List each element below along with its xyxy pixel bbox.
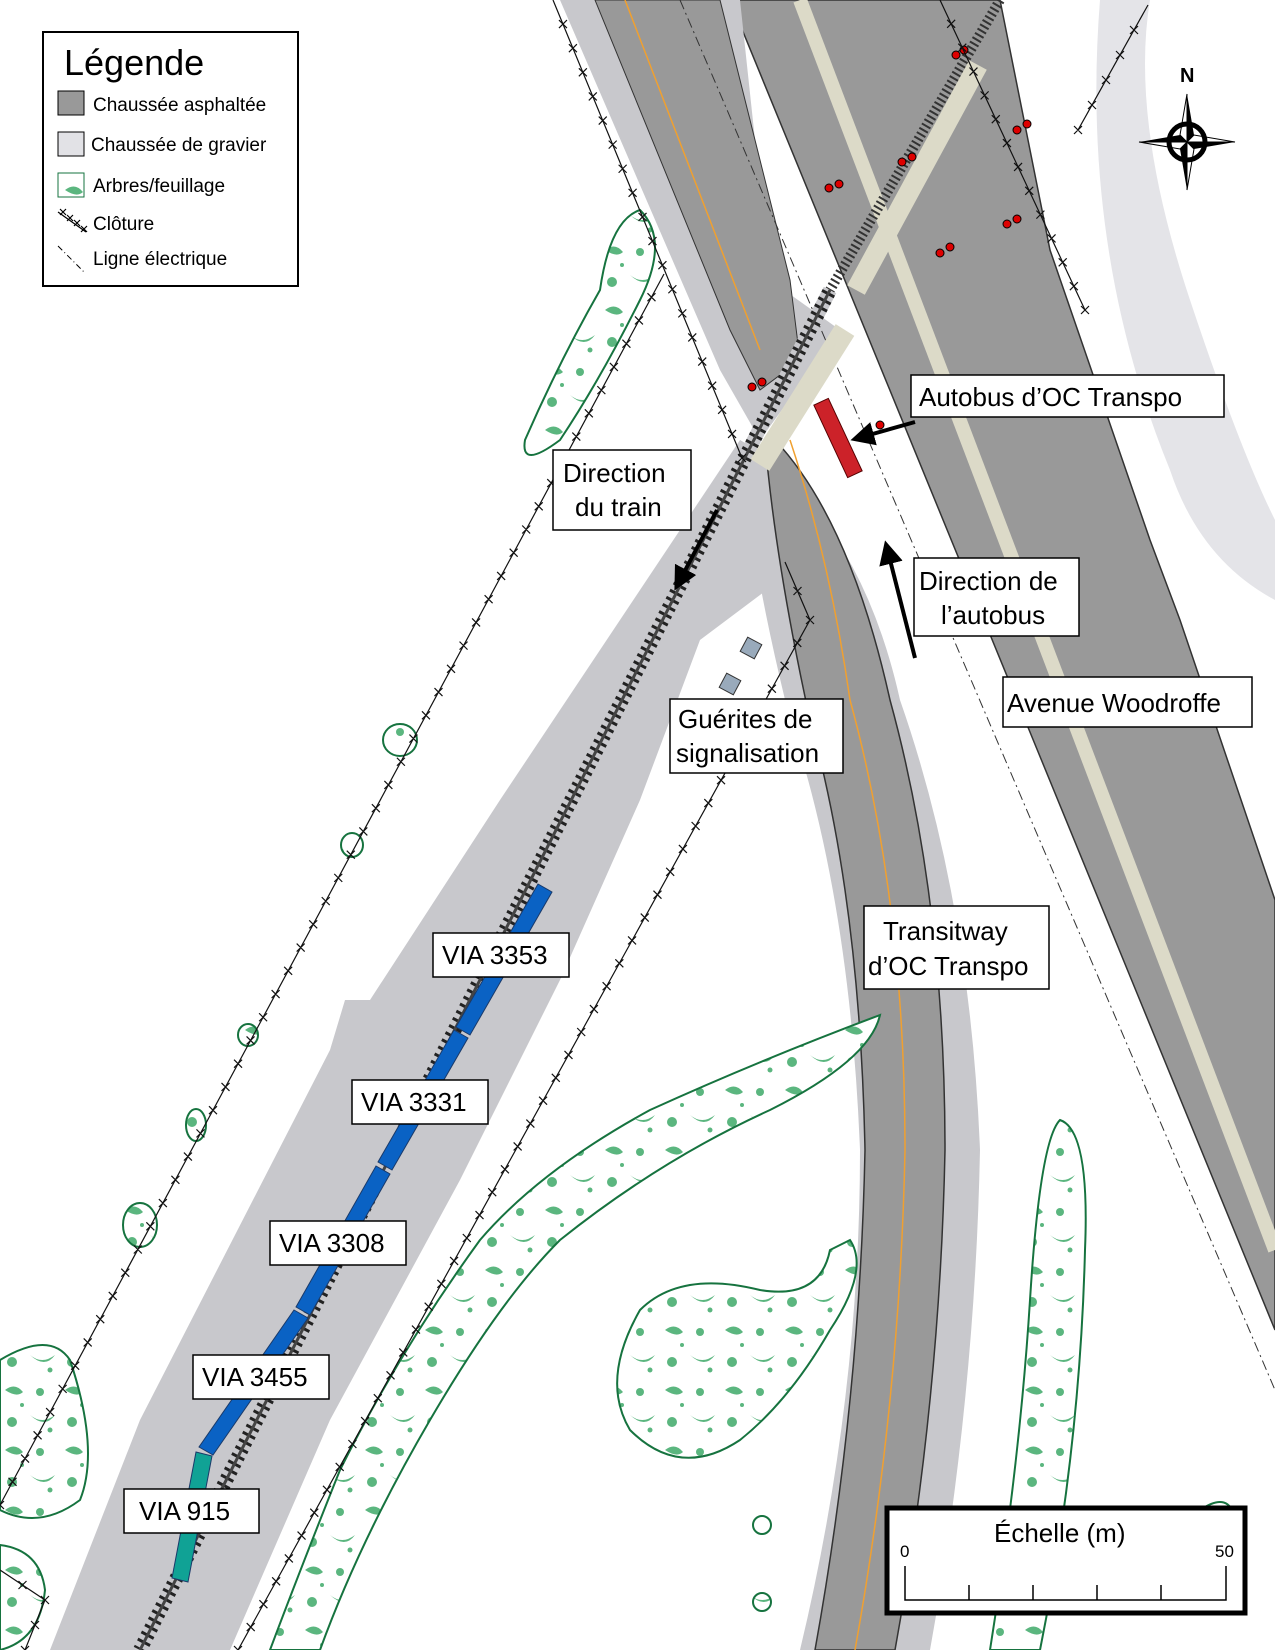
svg-text:Guérites de: Guérites de — [678, 704, 812, 734]
train-direction-arrow — [674, 509, 719, 591]
service-road — [1096, 0, 1275, 600]
svg-text:Transitway: Transitway — [883, 916, 1008, 946]
bus-direction-arrow — [879, 540, 917, 659]
scale-title: Échelle (m) — [994, 1518, 1125, 1548]
north-arrow-icon: N — [1138, 65, 1236, 191]
fence-posts — [18, 1580, 50, 1650]
svg-text:VIA 3353: VIA 3353 — [442, 940, 548, 970]
legend-title: Légende — [64, 42, 204, 83]
label-bus: Autobus d’OC Transpo — [910, 374, 1225, 418]
svg-text:VIA 915: VIA 915 — [139, 1496, 230, 1526]
scale-max: 50 — [1215, 1542, 1234, 1561]
label-train-direction: Direction du train — [552, 449, 692, 531]
fence-posts — [558, 19, 747, 463]
signal-hut — [718, 672, 742, 696]
road-centerline — [624, 0, 761, 351]
label-via-3353: VIA 3353 — [432, 932, 570, 978]
legend-item-fence: Clôture — [93, 214, 154, 235]
rail-gravel-corridor — [50, 440, 790, 1650]
bus-pointer-arrow — [850, 420, 916, 446]
svg-text:VIA 3455: VIA 3455 — [202, 1362, 308, 1392]
fence-posts — [1073, 25, 1139, 135]
north-label: N — [1180, 65, 1194, 87]
power-line-swatch-icon — [57, 245, 85, 273]
crossing-signals — [747, 45, 1032, 430]
fence-posts — [0, 292, 656, 1510]
svg-text:signalisation: signalisation — [676, 738, 819, 768]
legend: Légende Chaussée asphaltée Chaussée de g… — [42, 31, 299, 287]
gravel-swatch — [57, 131, 85, 157]
svg-text:Avenue Woodroffe: Avenue Woodroffe — [1007, 688, 1221, 718]
svg-text:d’OC Transpo: d’OC Transpo — [868, 951, 1028, 981]
scale-bar: Échelle (m) 0 50 — [884, 1505, 1248, 1616]
fence-posts — [946, 19, 1090, 315]
avenue-woodroffe-road — [729, 0, 1275, 1331]
label-via-3331: VIA 3331 — [351, 1079, 489, 1125]
label-bus-direction: Direction de l’autobus — [913, 557, 1080, 637]
fence-line — [939, 0, 1086, 311]
fence-line — [1077, 4, 1149, 131]
svg-text:Direction de: Direction de — [919, 566, 1058, 596]
svg-text:VIA 3331: VIA 3331 — [361, 1087, 467, 1117]
legend-item-power-line: Ligne électrique — [93, 249, 227, 270]
svg-text:du train: du train — [575, 492, 662, 522]
svg-text:VIA 3308: VIA 3308 — [279, 1228, 385, 1258]
label-via-915: VIA 915 — [123, 1488, 260, 1534]
label-via-3308: VIA 3308 — [269, 1220, 407, 1266]
svg-text:Direction: Direction — [563, 458, 666, 488]
scale-min: 0 — [900, 1542, 909, 1561]
legend-item-foliage: Arbres/feuillage — [93, 176, 225, 197]
asphalt-swatch — [57, 90, 85, 116]
crossing-plank — [750, 324, 855, 471]
fence-line — [552, 0, 743, 459]
oc-transpo-bus — [813, 397, 863, 479]
fence-swatch-icon — [57, 208, 88, 233]
crossing-plank — [847, 60, 987, 295]
label-transitway: Transitway d’OC Transpo — [863, 905, 1050, 990]
rail-track-north — [825, 0, 1005, 293]
svg-text:l’autobus: l’autobus — [941, 600, 1045, 630]
label-avenue-woodroffe: Avenue Woodroffe — [1002, 676, 1253, 728]
svg-text:Autobus d’OC Transpo: Autobus d’OC Transpo — [919, 382, 1182, 412]
legend-item-asphalt: Chaussée asphaltée — [93, 95, 266, 116]
label-via-3455: VIA 3455 — [192, 1354, 330, 1400]
power-line — [679, 0, 1275, 1391]
legend-item-gravel: Chaussée de gravier — [91, 135, 267, 156]
fences — [0, 0, 1149, 1650]
signal-hut — [739, 636, 763, 660]
foliage-swatch — [57, 172, 85, 198]
label-signal-huts: Guérites de signalisation — [669, 698, 844, 774]
